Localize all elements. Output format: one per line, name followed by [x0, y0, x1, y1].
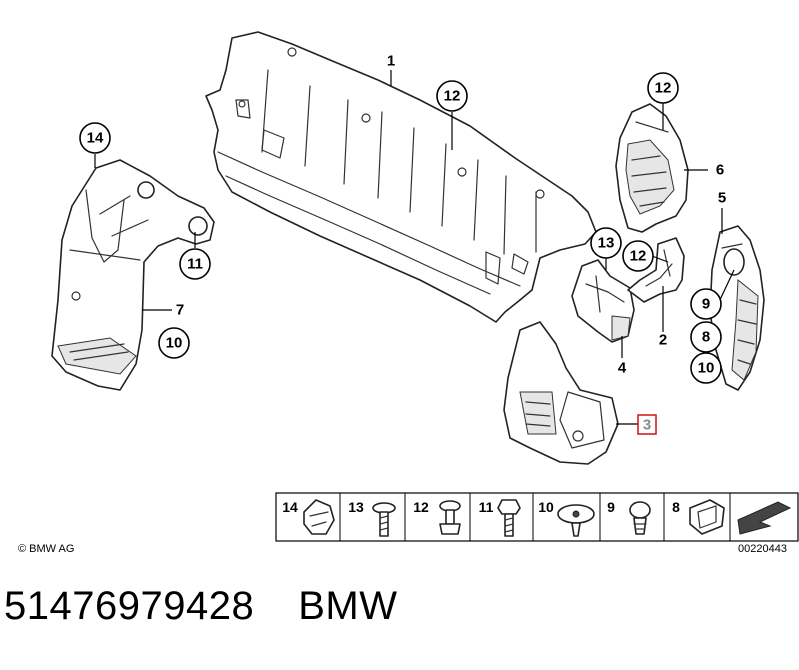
svg-text:12: 12 — [630, 248, 647, 265]
legend-num-11: 11 — [479, 499, 494, 515]
callout-11: 11 — [179, 248, 211, 280]
bolt-11-icon — [497, 499, 521, 537]
clip-9-icon — [629, 501, 651, 535]
svg-text:4: 4 — [618, 360, 627, 377]
callout-14: 14 — [79, 122, 111, 154]
svg-text:13: 13 — [598, 235, 615, 252]
legend-num-10: 10 — [538, 499, 554, 515]
svg-text:10: 10 — [698, 360, 715, 377]
brand-name: BMW — [298, 584, 398, 628]
callout-3-highlighted[interactable]: 3 — [637, 414, 657, 435]
part-7-left-bracket — [51, 159, 215, 391]
callout-9: 9 — [690, 288, 722, 320]
callout-12c: 12 — [647, 72, 679, 104]
callout-13: 13 — [590, 227, 622, 259]
screw-13-icon — [372, 502, 396, 537]
arrow-icon — [737, 501, 792, 535]
legend-num-9: 9 — [607, 499, 615, 515]
svg-text:12: 12 — [655, 80, 672, 97]
svg-text:12: 12 — [444, 88, 461, 105]
svg-text:11: 11 — [187, 256, 203, 273]
svg-text:1: 1 — [387, 53, 395, 70]
callout-4: 4 — [618, 360, 627, 377]
part-5-heat-shield — [709, 225, 765, 391]
callout-8: 8 — [690, 321, 722, 353]
svg-text:5: 5 — [718, 190, 726, 207]
part-1-underbody-panel — [205, 31, 597, 323]
callout-7: 7 — [176, 302, 184, 319]
part-13-bracket — [571, 259, 635, 343]
callout-10b: 10 — [690, 352, 722, 384]
part-6-heat-shield — [615, 103, 689, 233]
callout-12b: 12 — [622, 240, 654, 272]
fastener-legend: 14 13 12 11 10 9 8 — [275, 492, 799, 542]
callout-12a: 12 — [436, 80, 468, 112]
callout-2: 2 — [659, 332, 667, 349]
part-2-clip — [627, 237, 685, 303]
svg-text:6: 6 — [716, 162, 724, 179]
copyright-text: © BMW AG — [18, 543, 74, 555]
svg-text:14: 14 — [87, 130, 104, 147]
part-3-bracket — [503, 321, 619, 465]
legend-num-14: 14 — [282, 499, 298, 515]
diagram-id: 00220443 — [738, 543, 787, 555]
svg-text:2: 2 — [659, 332, 667, 349]
svg-text:7: 7 — [176, 302, 184, 319]
clip-14-icon — [303, 499, 335, 535]
part-number: 51476979428 — [4, 584, 255, 628]
callout-5: 5 — [718, 190, 726, 207]
callout-1: 1 — [387, 53, 395, 70]
callout-10a: 10 — [158, 327, 190, 359]
callout-6: 6 — [716, 162, 724, 179]
legend-num-12: 12 — [413, 499, 429, 515]
svg-text:8: 8 — [702, 329, 710, 346]
nut-10-icon — [557, 504, 595, 537]
svg-text:9: 9 — [702, 296, 710, 313]
svg-text:10: 10 — [166, 335, 183, 352]
clipnut-8-icon — [689, 499, 725, 535]
part-number-footer: 51476979428 BMW — [4, 584, 441, 629]
svg-text:3: 3 — [643, 417, 651, 434]
legend-num-13: 13 — [348, 499, 364, 515]
legend-num-8: 8 — [672, 499, 680, 515]
rivet-12-icon — [439, 500, 461, 535]
